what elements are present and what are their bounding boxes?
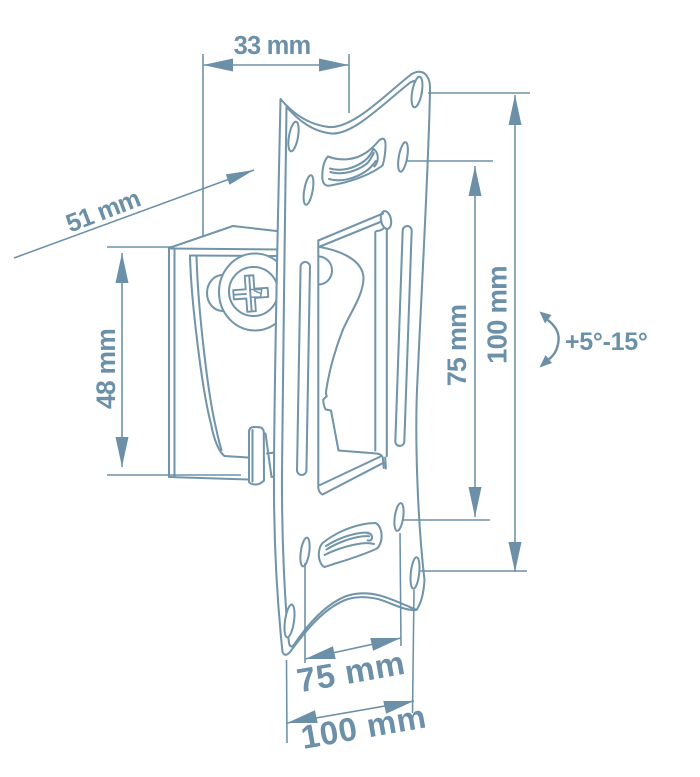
svg-text:100 mm: 100 mm xyxy=(482,266,513,364)
svg-text:+5°-15°: +5°-15° xyxy=(565,328,648,356)
svg-text:33 mm: 33 mm xyxy=(234,32,311,60)
svg-text:75 mm: 75 mm xyxy=(442,305,472,387)
svg-text:48 mm: 48 mm xyxy=(91,329,121,409)
